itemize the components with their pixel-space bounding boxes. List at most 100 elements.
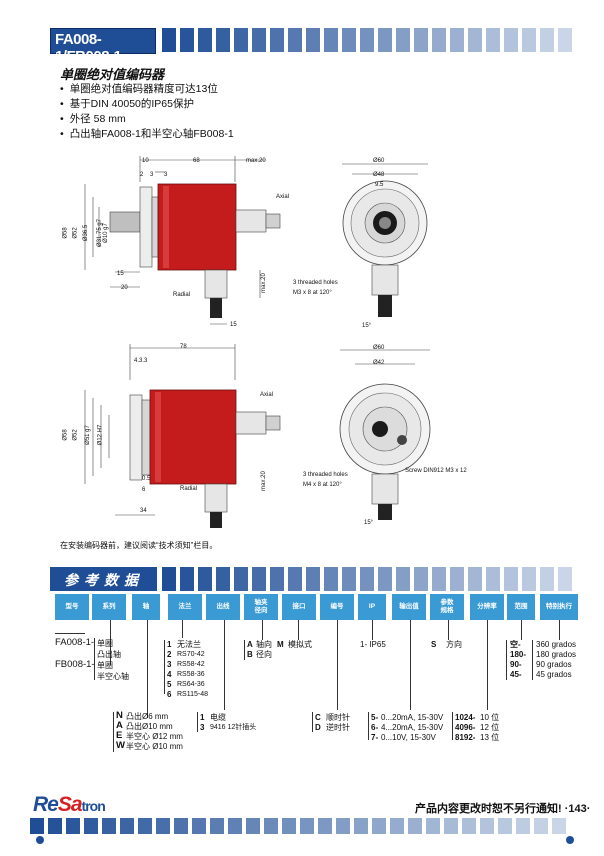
- shaft-desc: 半空心 Ø12 mm: [126, 732, 183, 741]
- dim: 20: [121, 285, 128, 291]
- decor-square: [504, 28, 518, 52]
- bracket: [368, 712, 369, 740]
- axial-label: Axial: [260, 392, 274, 398]
- cable-desc: 电缆: [210, 713, 226, 722]
- decor-square: [288, 567, 302, 591]
- decor-square: [228, 818, 242, 834]
- ip-value: 1- IP65: [360, 640, 386, 649]
- special-value: 90 grados: [536, 660, 572, 669]
- output-desc: 0...10V, 15-30V: [381, 733, 436, 742]
- decor-square: [498, 818, 512, 834]
- logo-part: tron: [81, 798, 106, 814]
- dim: 4.3.3: [134, 358, 148, 364]
- shaft-code: A: [116, 720, 123, 731]
- decor-square: [210, 818, 224, 834]
- flange-code: 6: [167, 690, 172, 699]
- output-desc: 4...20mA, 15-30V: [381, 723, 444, 732]
- decor-square: [300, 818, 314, 834]
- flange-code: 4: [167, 670, 172, 679]
- special-value: 180 grados: [536, 650, 577, 659]
- shaft-code: E: [116, 730, 123, 741]
- cable-code: 1: [200, 713, 205, 722]
- feature-item: 基于DIN 40050的IP65保护: [60, 97, 234, 112]
- decor-square: [120, 818, 134, 834]
- col-header: 范围: [507, 594, 535, 620]
- drawing1-side-view: [84, 156, 281, 325]
- connector-line: [147, 620, 148, 718]
- decor-square: [48, 818, 62, 834]
- connector-line: [337, 620, 338, 710]
- decor-square: [318, 818, 332, 834]
- col-header: IP: [358, 594, 386, 620]
- dim: max.20: [246, 158, 266, 164]
- outlet-code: A: [247, 640, 253, 649]
- resolution-code: 1024-: [455, 713, 476, 722]
- col-header: 输出值: [392, 594, 426, 620]
- model-title: FA008-1/FB008-1: [55, 31, 122, 65]
- footer-dot: [36, 836, 44, 844]
- dim: 2: [140, 172, 144, 178]
- decor-square: [264, 818, 278, 834]
- decor-square: [180, 28, 194, 52]
- dim: Ø52: [72, 227, 79, 239]
- feature-item: 外径 58 mm: [60, 112, 234, 127]
- resolution-desc: 13 位: [480, 733, 500, 742]
- shaft-desc: 半空心 Ø10 mm: [126, 742, 183, 751]
- decor-square: [306, 567, 320, 591]
- decor-square: [486, 567, 500, 591]
- col-header: 参数 规格: [430, 594, 464, 620]
- connector-line: [410, 620, 411, 710]
- connector-line: [110, 620, 111, 665]
- flange-desc: RS64-36: [177, 681, 205, 688]
- decor-square: [414, 28, 428, 52]
- decor-square: [516, 818, 530, 834]
- col-header: 特别执行: [540, 594, 578, 620]
- decor-square: [216, 567, 230, 591]
- reference-title: 参考数据: [64, 572, 144, 588]
- decor-square: [450, 567, 464, 591]
- drawing2-front-view: [339, 349, 431, 520]
- model-desc: 单圈: [97, 639, 113, 648]
- decor-square: [198, 567, 212, 591]
- col-header: 出线: [206, 594, 240, 620]
- decor-square: [198, 28, 212, 52]
- decor-square: [246, 818, 260, 834]
- resolution-code: 8192-: [455, 733, 476, 742]
- decor-square: [462, 818, 476, 834]
- dim: 15°: [362, 323, 372, 329]
- param-desc: 方向: [446, 640, 462, 649]
- col-header: 轴夹 径向: [244, 594, 278, 620]
- decor-square: [138, 818, 152, 834]
- output-desc: 0...20mA, 15-30V: [381, 713, 444, 722]
- flange-desc: RS115-48: [177, 691, 209, 698]
- dim: 34: [140, 508, 147, 514]
- decor-square: [324, 567, 338, 591]
- decor-square: [342, 28, 356, 52]
- connector-line: [55, 633, 85, 634]
- param-code: S: [431, 640, 437, 649]
- decor-square: [468, 567, 482, 591]
- dim: Ø51 g7: [84, 425, 91, 445]
- connector-line: [487, 620, 488, 710]
- decor-square: [216, 28, 230, 52]
- dim: 78: [180, 344, 187, 350]
- decor-square: [234, 28, 248, 52]
- features-list: 单圈绝对值编码器精度可达13位 基于DIN 40050的IP65保护 外径 58…: [60, 82, 234, 142]
- col-header: 编号: [320, 594, 354, 620]
- connector-line: [262, 620, 263, 640]
- connector-line: [298, 620, 299, 640]
- model-desc: 凸出轴: [97, 650, 121, 659]
- dim: 15: [230, 322, 237, 328]
- dim: max.20: [260, 471, 267, 491]
- decor-square: [66, 818, 80, 834]
- drawing1-front-view: [342, 163, 428, 317]
- radial-label: Radial: [173, 292, 191, 298]
- resolution-desc: 12 位: [480, 723, 500, 732]
- flange-code: 1: [167, 640, 172, 649]
- cable-code: 3: [200, 723, 205, 732]
- range-code: 180-: [510, 650, 527, 659]
- dim: 3: [164, 172, 168, 178]
- shaft-desc: 凸出Ø10 mm: [126, 722, 173, 731]
- decor-square: [30, 818, 44, 834]
- dim: 10: [142, 158, 149, 164]
